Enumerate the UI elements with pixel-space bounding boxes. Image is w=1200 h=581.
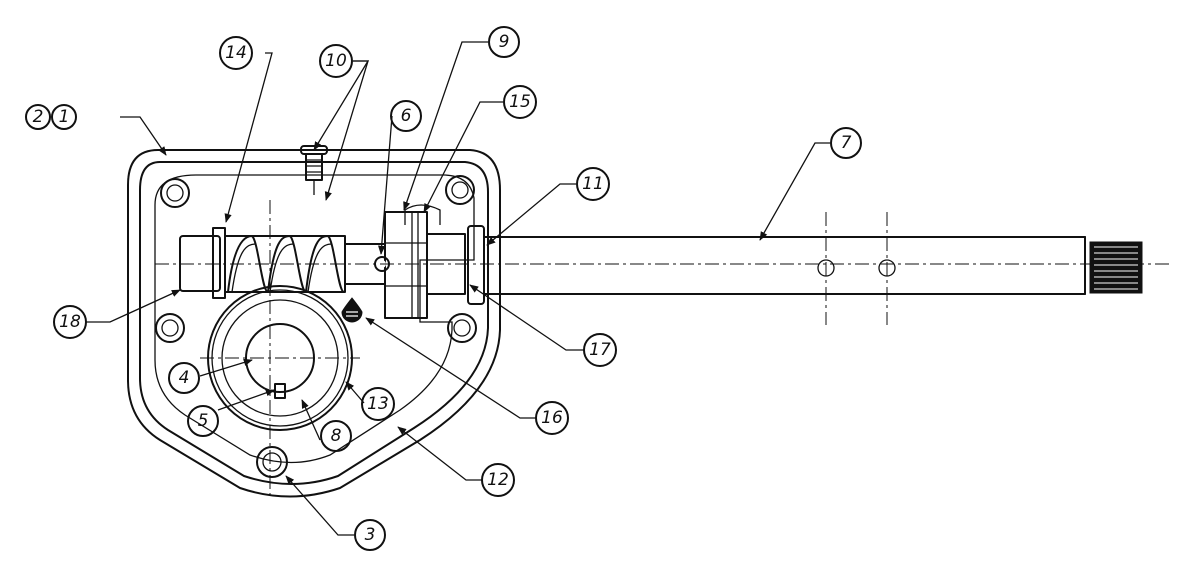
callout-14-text: 14	[225, 43, 247, 63]
callout-4: 4	[168, 362, 200, 394]
callout-1-text: 1	[59, 107, 70, 127]
callout-5-text: 5	[198, 411, 209, 431]
callout-16-text: 16	[541, 408, 563, 428]
callout-18-text: 18	[59, 312, 81, 332]
callout-4-text: 4	[179, 368, 190, 388]
spline-end	[1089, 241, 1143, 294]
callout-9-text: 9	[499, 32, 510, 52]
callout-1: 1	[51, 104, 77, 130]
mounting-bosses	[155, 175, 477, 478]
callout-5: 5	[187, 405, 219, 437]
callout-11: 11	[576, 167, 610, 201]
callout-10-text: 10	[325, 51, 347, 71]
leader-lines	[86, 41, 830, 536]
callout-14: 14	[219, 36, 253, 70]
callout-12: 12	[481, 463, 515, 497]
callout-13-text: 13	[367, 394, 389, 414]
callout-11-text: 11	[582, 174, 604, 194]
output-shaft	[483, 212, 1086, 325]
callout-17: 17	[583, 333, 617, 367]
callout-10: 10	[319, 44, 353, 78]
callout-6-text: 6	[401, 106, 412, 126]
callout-17-text: 17	[589, 340, 611, 360]
callout-18: 18	[53, 305, 87, 339]
worm-gear	[200, 200, 360, 498]
callout-3: 3	[354, 519, 386, 551]
callout-15: 15	[503, 85, 537, 119]
callout-3-text: 3	[365, 525, 376, 545]
breather-plug	[300, 145, 328, 195]
callout-7-text: 7	[841, 133, 852, 153]
oil-fill-drop	[341, 297, 363, 323]
callout-13: 13	[361, 387, 395, 421]
callout-12-text: 12	[487, 470, 509, 490]
callout-2-text: 2	[33, 107, 44, 127]
gearbox-housing	[127, 149, 501, 498]
callout-8: 8	[320, 420, 352, 452]
callout-7: 7	[830, 127, 862, 159]
callout-2: 2	[25, 104, 51, 130]
callout-16: 16	[535, 401, 569, 435]
worm-shaft	[179, 211, 485, 319]
callout-8-text: 8	[331, 426, 342, 446]
callout-9: 9	[488, 26, 520, 58]
callout-6: 6	[390, 100, 422, 132]
callout-15-text: 15	[509, 92, 531, 112]
